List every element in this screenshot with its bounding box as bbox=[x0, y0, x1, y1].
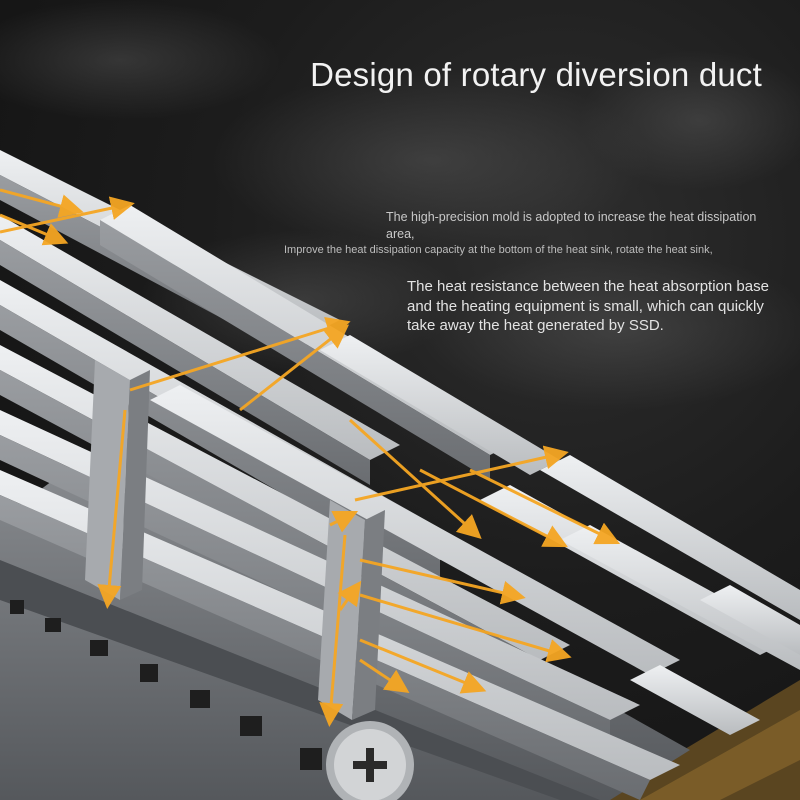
page-title: Design of rotary diversion duct bbox=[310, 56, 762, 93]
airflow-arrows bbox=[0, 188, 621, 727]
smoke-background bbox=[0, 0, 800, 410]
caption-bottom: Improve the heat dissipation capacity at… bbox=[284, 244, 713, 256]
caption-mold: The high-precision mold is adopted to in… bbox=[386, 210, 757, 241]
caption-heat-resistance: The heat resistance between the heat abs… bbox=[407, 278, 769, 334]
screw-icon bbox=[326, 721, 414, 800]
